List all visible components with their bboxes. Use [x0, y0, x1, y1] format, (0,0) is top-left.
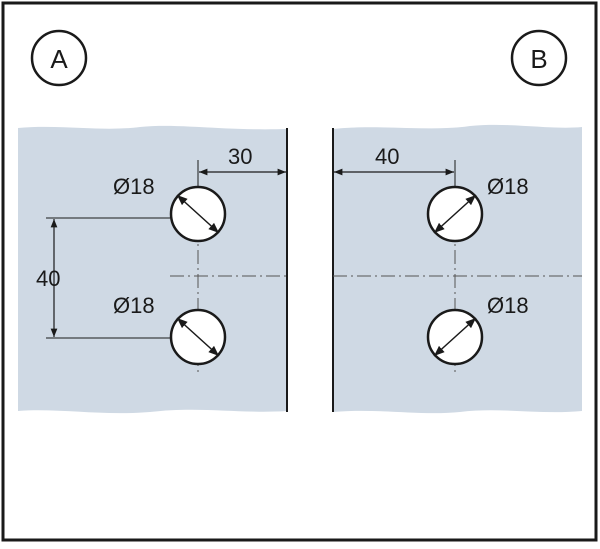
- dim-b-edge-value: 40: [375, 144, 399, 169]
- hole-b-bottom-diameter-arrow: [433, 317, 477, 357]
- dim-b-edge: 40: [334, 144, 456, 188]
- dim-a-top-diameter: Ø18: [113, 174, 155, 199]
- dim-a-spacing-value: 40: [36, 266, 60, 291]
- dim-b-bottom-diameter: Ø18: [487, 293, 529, 318]
- label-a-circle: [30, 29, 88, 87]
- label-b-circle: [510, 29, 568, 87]
- dim-a-spacing: 40: [36, 217, 170, 339]
- hole-b-top-diameter-arrow: [433, 194, 477, 234]
- hole-b-bottom: [426, 308, 484, 366]
- dim-b-top-diameter: Ø18: [487, 174, 529, 199]
- dim-a-edge-value: 30: [228, 144, 252, 169]
- panel-a-label: A: [30, 29, 88, 87]
- hole-a-bottom: [169, 308, 227, 366]
- dim-a-bottom-diameter: Ø18: [113, 293, 155, 318]
- hole-a-top-diameter-arrow: [176, 194, 220, 234]
- label-a-text: A: [50, 44, 68, 74]
- label-b-text: B: [530, 44, 547, 74]
- hole-b-top: [426, 185, 484, 243]
- dim-a-edge: 30: [197, 144, 286, 188]
- glass-panel-b: [333, 124, 582, 414]
- hole-a-bottom-diameter-arrow: [176, 317, 220, 357]
- panel-b-label: B: [510, 29, 568, 87]
- hole-a-top: [169, 185, 227, 243]
